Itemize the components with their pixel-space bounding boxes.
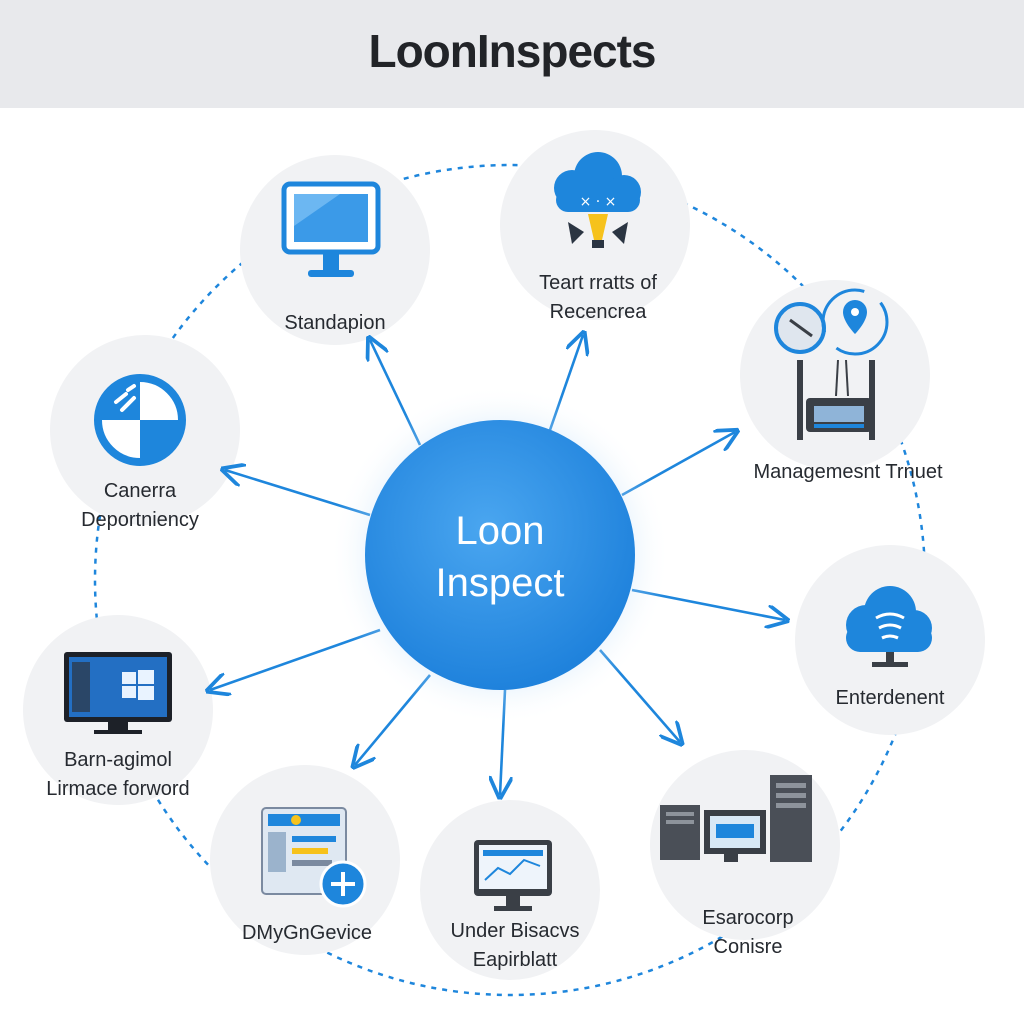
node-label-line1: Under Bisacvs <box>451 917 580 946</box>
node-label-enterdenent: Enterdenent <box>836 684 945 713</box>
node-label-canerra: Canerra Deportniency <box>81 477 199 535</box>
node-label-line2: Eapirblatt <box>451 946 580 975</box>
node-label-line1: Standapion <box>284 309 385 338</box>
hub-label-line2: Inspect <box>436 557 565 609</box>
node-label-under: Under Bisacvs Eapirblatt <box>451 917 580 975</box>
node-label-line1: Managemesnt Trnuet <box>754 458 943 487</box>
node-label-line1: Canerra <box>81 477 199 506</box>
node-label-line1: Barn-agimol <box>46 746 189 775</box>
node-label-standapion: Standapion <box>284 309 385 338</box>
node-label-line1: Teart rratts of <box>539 269 657 298</box>
node-label-line2: Deportniency <box>81 506 199 535</box>
node-label-line2: Recencrea <box>539 298 657 327</box>
windows-monitor-icon <box>64 652 172 734</box>
node-label-line1: Enterdenent <box>836 684 945 713</box>
pie-chart-icon <box>98 378 182 462</box>
svg-text:× · ×: × · × <box>580 194 617 210</box>
node-label-line1: DMyGnGevice <box>242 919 372 948</box>
hub-label-line1: Loon <box>436 505 565 557</box>
node-label-line2: Conisre <box>702 933 793 962</box>
hub-label: Loon Inspect <box>436 505 565 609</box>
node-label-management: Managemesnt Trnuet <box>754 458 943 487</box>
node-label-teart: Teart rratts of Recencrea <box>539 269 657 327</box>
node-label-esarocorp: Esarocorp Conisre <box>702 904 793 962</box>
node-label-barn: Barn-agimol Lirmace forword <box>46 746 189 804</box>
node-label-dmygn: DMyGnGevice <box>242 919 372 948</box>
node-bg-management <box>740 280 930 470</box>
node-label-line2: Lirmace forword <box>46 775 189 804</box>
node-label-line1: Esarocorp <box>702 904 793 933</box>
